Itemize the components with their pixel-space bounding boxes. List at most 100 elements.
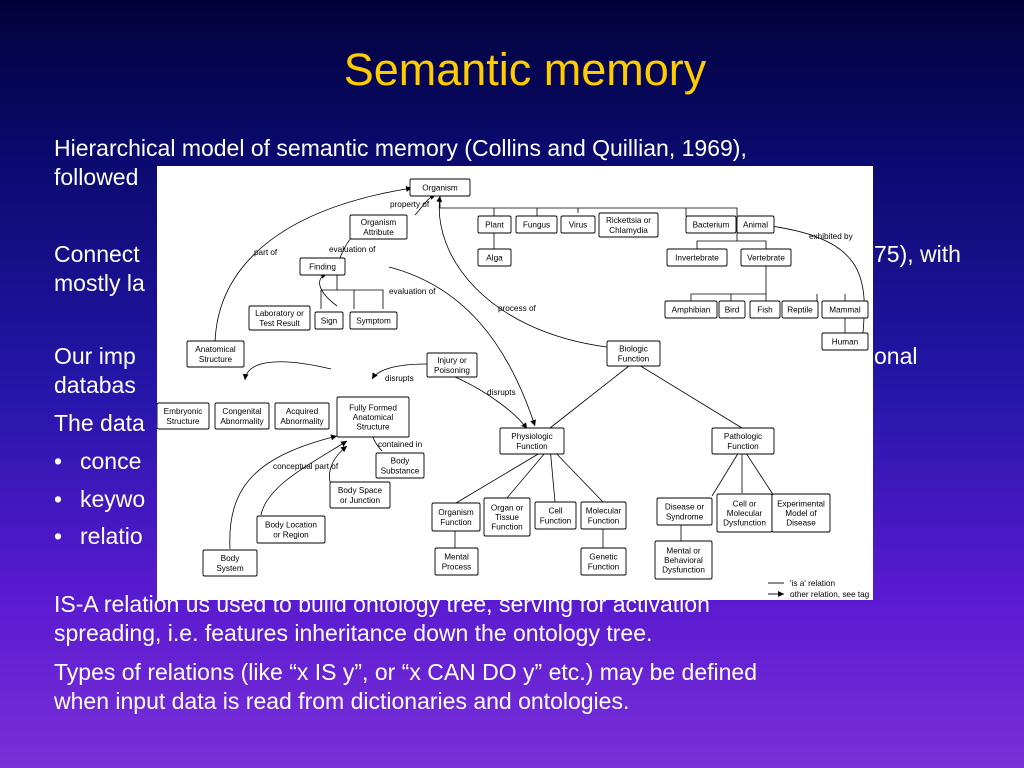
body-line: 75), with	[874, 241, 961, 267]
diagram-node: Alga	[477, 248, 512, 267]
bullet-marker: •	[54, 523, 63, 549]
bullet-text: keywo	[80, 486, 146, 512]
body-line: The data	[54, 410, 145, 436]
node-label: Invertebrate	[675, 254, 719, 263]
diagram-node: Human	[821, 332, 869, 351]
node-label: Disease or	[665, 503, 704, 512]
node-label: Mental	[444, 553, 469, 562]
node-box	[202, 549, 258, 577]
node-label: Vertebrate	[747, 254, 785, 263]
node-label: Mental or	[666, 546, 700, 555]
node-label: Anatomical	[353, 413, 394, 422]
node-box	[336, 396, 410, 438]
node-box	[157, 402, 210, 430]
node-label: Biologic	[619, 345, 648, 354]
body-line: Hierarchical model of semantic memory (C…	[54, 135, 747, 161]
node-box	[256, 515, 326, 544]
relation-label: property of	[390, 200, 430, 209]
node-box	[821, 300, 869, 319]
node-label: Reptile	[787, 306, 813, 315]
node-box	[749, 300, 781, 319]
node-label: Syndrome	[666, 512, 704, 521]
node-label: Animal	[743, 221, 768, 230]
bullet-item: •keywo	[54, 485, 145, 514]
node-label: Process	[442, 562, 472, 571]
diagram-node: Symptom	[349, 311, 398, 330]
node-label: Human	[832, 338, 859, 347]
node-box	[375, 452, 425, 479]
node-box	[736, 215, 775, 234]
diagram-node: Reptile	[781, 300, 819, 319]
node-label: Abnormality	[220, 417, 264, 426]
node-label: Disease	[786, 519, 816, 528]
node-label: Poisoning	[434, 366, 470, 375]
relation-label: disrupts	[385, 374, 414, 383]
node-label: Anatomical	[195, 345, 236, 354]
node-box	[248, 305, 311, 331]
node-box	[426, 352, 478, 378]
node-box	[329, 481, 391, 509]
node-label: Amphibian	[672, 306, 711, 315]
node-box	[656, 497, 713, 526]
node-box	[580, 547, 627, 576]
node-box	[534, 501, 577, 530]
node-label: Cell or	[733, 499, 757, 508]
diagram-node: Finding	[299, 257, 346, 276]
node-label: Mammal	[829, 306, 861, 315]
node-label: Sign	[321, 317, 338, 326]
node-box	[349, 214, 408, 240]
node-label: Virus	[569, 221, 588, 230]
node-box	[711, 427, 775, 455]
relation-label: exhibited by	[809, 232, 854, 241]
node-box	[821, 332, 869, 351]
node-label: Organism	[361, 218, 397, 227]
node-label: Abnormality	[280, 417, 324, 426]
node-box	[409, 178, 471, 197]
diagram-node: Animal	[736, 215, 775, 234]
diagram-node: Fish	[749, 300, 781, 319]
node-label: Function	[540, 516, 572, 525]
node-label: Fully Formed	[349, 403, 397, 412]
node-label: Experimental	[777, 499, 825, 508]
diagram-node: Sign	[314, 311, 344, 330]
node-label: Finding	[309, 263, 336, 272]
node-label: Dysfunction	[662, 566, 705, 575]
relation-labels: property of part of evaluation of evalua…	[254, 200, 854, 471]
node-label: Organism	[422, 184, 458, 193]
node-label: Fish	[757, 306, 773, 315]
relation-label: evaluation of	[329, 245, 376, 254]
diagram-node: Amphibian	[664, 300, 718, 319]
bullet-marker: •	[54, 448, 63, 474]
diagram-node: Vertebrate	[740, 248, 792, 267]
node-label: Dysfunction	[723, 519, 766, 528]
node-box	[515, 215, 558, 234]
diagram-node: Bacterium	[685, 215, 737, 234]
body-line: databas	[54, 372, 136, 398]
node-label: Molecular	[586, 507, 622, 516]
node-label: Body	[391, 457, 411, 466]
relation-label: conceptual part of	[273, 462, 339, 471]
node-label: Embryonic	[164, 407, 203, 416]
node-label: Function	[491, 523, 523, 532]
node-label: Organ or	[491, 503, 524, 512]
bullet-item: •conce	[54, 447, 141, 476]
node-label: Plant	[485, 221, 504, 230]
diagram-node: Virus	[560, 215, 596, 234]
body-line: onal	[874, 343, 918, 369]
